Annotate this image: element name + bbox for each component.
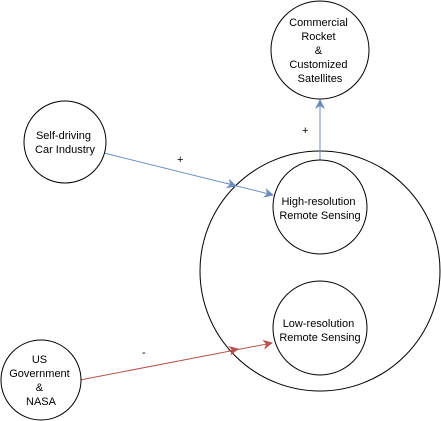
label-line: Satellites (298, 73, 343, 85)
edge-selfdriving-to-high (103, 152, 274, 198)
label-line: Self-driving (36, 130, 91, 142)
node-high-resolution-label: High-resolution Remote Sensing (279, 196, 360, 222)
node-self-driving-circle (23, 100, 107, 184)
node-commercial-rocket-circle (270, 0, 370, 100)
label-line: & (315, 45, 323, 57)
edge-selfdriving-to-high-midarrow (225, 178, 237, 189)
node-self-driving-label: Self-driving Car Industry (35, 130, 95, 156)
label-line: Customized (289, 59, 347, 71)
node-commercial-rocket[interactable]: Commercial Rocket & Customized Satellite… (270, 0, 370, 100)
node-commercial-rocket-label: Commercial Rocket & Customized Satellite… (289, 17, 351, 85)
edge-high-to-commercial-sign: + (302, 125, 308, 137)
label-line: NASA (26, 396, 57, 408)
label-line: Low-resolution (283, 318, 355, 330)
node-low-resolution[interactable]: Low-resolution Remote Sensing (272, 280, 368, 376)
label-line: Remote Sensing (279, 332, 360, 344)
node-us-government-label: US Government & NASA (9, 354, 73, 408)
node-self-driving[interactable]: Self-driving Car Industry (23, 100, 107, 184)
label-line: US (32, 354, 47, 366)
label-line: & (36, 382, 44, 394)
node-high-resolution[interactable]: High-resolution Remote Sensing (272, 159, 368, 255)
edge-gov-to-low-sign: - (142, 347, 146, 359)
label-line: High-resolution (281, 196, 355, 208)
edge-gov-to-low (79, 339, 273, 381)
node-us-government[interactable]: US Government & NASA (0, 339, 82, 421)
label-line: Remote Sensing (279, 210, 360, 222)
edge-selfdriving-to-high-sign: + (177, 154, 183, 166)
node-high-resolution-circle (272, 159, 368, 255)
edge-gov-to-low-midarrow (227, 345, 239, 356)
label-line: Commercial (289, 17, 348, 29)
label-line: Government (9, 368, 70, 380)
label-line: Rocket (301, 31, 335, 43)
label-line: Car Industry (35, 144, 95, 156)
node-low-resolution-circle (272, 280, 368, 376)
node-us-government-circle (0, 339, 82, 421)
node-low-resolution-label: Low-resolution Remote Sensing (279, 318, 360, 344)
